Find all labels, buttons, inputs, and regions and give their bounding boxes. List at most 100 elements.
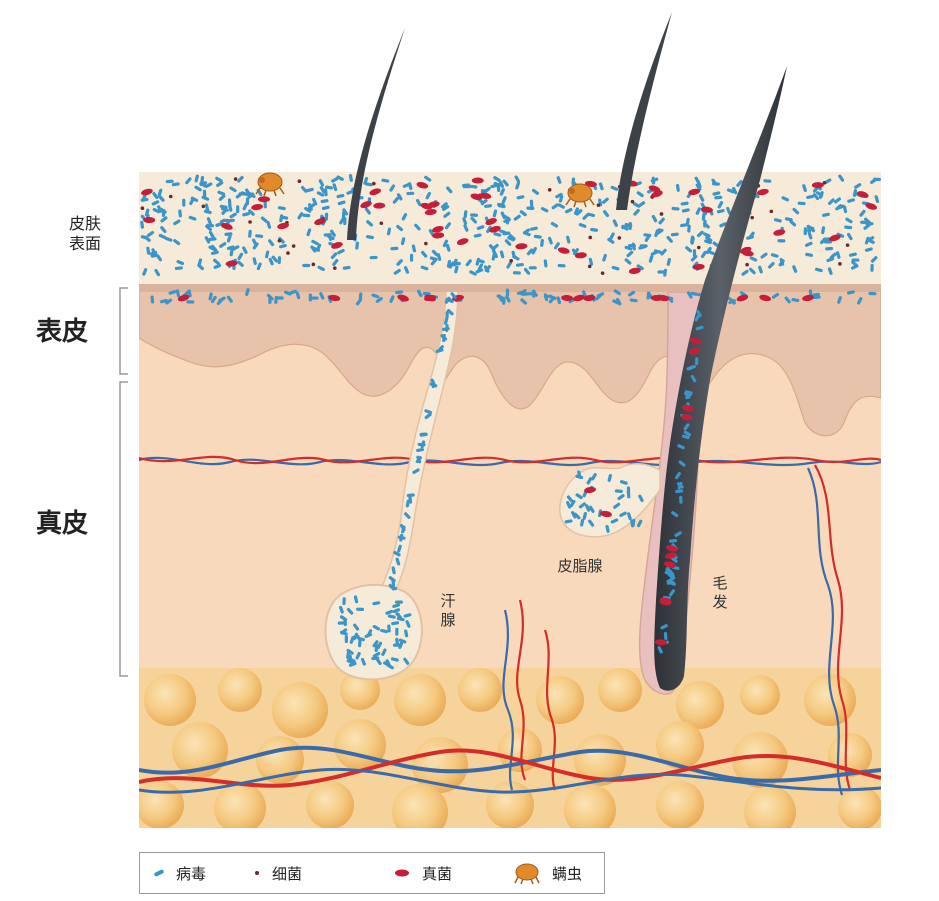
virus-particle xyxy=(707,250,715,256)
fungi-particle xyxy=(756,188,769,196)
virus-particle xyxy=(748,267,756,275)
virus-particle xyxy=(499,250,505,259)
virus-particle xyxy=(245,288,250,296)
fat-cell xyxy=(656,781,704,828)
virus-particle xyxy=(814,267,823,273)
virus-particle xyxy=(582,512,587,520)
virus-particle xyxy=(571,511,577,519)
bacteria-icon xyxy=(255,871,259,875)
virus-particle xyxy=(573,512,581,520)
virus-particle xyxy=(828,198,835,206)
label-sweat-gland-line2: 腺 xyxy=(440,610,456,629)
virus-particle xyxy=(838,174,845,182)
virus-particle xyxy=(463,224,469,232)
virus-particle xyxy=(671,206,680,211)
virus-particle xyxy=(573,207,579,215)
virus-particle xyxy=(566,495,574,503)
hair-microbes xyxy=(337,292,704,670)
virus-particle xyxy=(578,223,587,228)
virus-particle xyxy=(651,214,658,223)
virus-particle xyxy=(566,501,572,509)
fat-cell xyxy=(394,674,446,726)
bacteria-particle xyxy=(600,271,605,275)
virus-particle xyxy=(206,223,215,228)
legend-item-bacteria: 细菌 xyxy=(252,853,302,893)
fungi-particle xyxy=(688,347,701,355)
virus-particle xyxy=(502,296,506,305)
bacteria-particle xyxy=(769,209,774,214)
fungi-particle xyxy=(221,222,233,230)
virus-particle xyxy=(204,182,213,188)
virus-particle xyxy=(446,186,453,194)
virus-particle xyxy=(626,490,631,499)
virus-particle xyxy=(346,659,355,665)
virus-particle xyxy=(260,216,268,223)
virus-particle xyxy=(619,480,628,485)
legend: 病毒 细菌 真菌 螨虫 xyxy=(139,852,605,894)
virus-particle xyxy=(444,222,451,230)
virus-particle xyxy=(514,175,521,183)
virus-particle xyxy=(157,188,163,197)
virus-particle xyxy=(833,197,841,204)
virus-particle xyxy=(150,251,158,258)
fungi-particle xyxy=(664,552,677,559)
fungi-particle xyxy=(369,188,381,196)
virus-particle xyxy=(610,185,619,191)
virus-particle xyxy=(265,250,270,259)
virus-particle xyxy=(376,641,383,650)
label-sebaceous-gland: 皮脂腺 xyxy=(557,557,603,575)
fungi-particle xyxy=(427,201,440,208)
virus-particle xyxy=(387,614,396,619)
virus-particle xyxy=(703,232,711,238)
virus-particle xyxy=(372,640,379,648)
virus-particle xyxy=(403,266,410,274)
fat-cell xyxy=(536,676,584,724)
virus-particle xyxy=(864,247,873,252)
virus-particle xyxy=(681,208,690,213)
virus-particle xyxy=(533,234,542,239)
virus-particle xyxy=(557,203,565,209)
virus-particle xyxy=(197,263,204,271)
virus-particle xyxy=(405,499,410,508)
virus-particle xyxy=(194,185,202,192)
virus-particle xyxy=(696,309,702,318)
virus-particle xyxy=(523,267,531,275)
virus-particle xyxy=(295,291,301,300)
virus-particle xyxy=(477,263,484,271)
bacteria-particle xyxy=(372,181,376,186)
virus-particle xyxy=(403,613,412,618)
fungi-particle xyxy=(257,196,270,203)
virus-particle xyxy=(165,179,174,184)
virus-particle xyxy=(152,207,161,214)
fat-cell xyxy=(144,674,196,726)
virus-particle xyxy=(499,188,505,196)
virus-particle xyxy=(480,198,488,206)
virus-particle xyxy=(515,262,524,267)
right-vein-loop xyxy=(807,467,844,796)
virus-particle xyxy=(405,620,411,628)
virus-particle xyxy=(851,260,858,267)
virus-particle xyxy=(741,269,749,276)
virus-particle xyxy=(323,233,332,237)
virus-particle xyxy=(705,236,713,242)
virus-particle xyxy=(353,595,359,604)
virus-particle xyxy=(188,215,197,221)
virus-particle xyxy=(506,261,513,269)
virus-particle xyxy=(336,193,345,199)
virus-particle xyxy=(870,177,878,184)
virus-particle xyxy=(320,199,329,204)
virus-particle xyxy=(497,294,504,302)
virus-particle xyxy=(569,499,576,508)
virus-particle xyxy=(500,211,506,220)
virus-particle xyxy=(550,221,559,228)
virus-particle xyxy=(555,192,563,199)
virus-particle xyxy=(364,632,373,639)
virus-particle xyxy=(607,237,615,244)
bacteria-particle xyxy=(630,199,635,204)
virus-particle xyxy=(226,234,232,243)
virus-particle xyxy=(486,225,492,234)
virus-particle xyxy=(685,246,693,253)
fungi-particle xyxy=(416,181,429,189)
virus-particle xyxy=(412,468,420,474)
virus-particle xyxy=(156,254,163,262)
